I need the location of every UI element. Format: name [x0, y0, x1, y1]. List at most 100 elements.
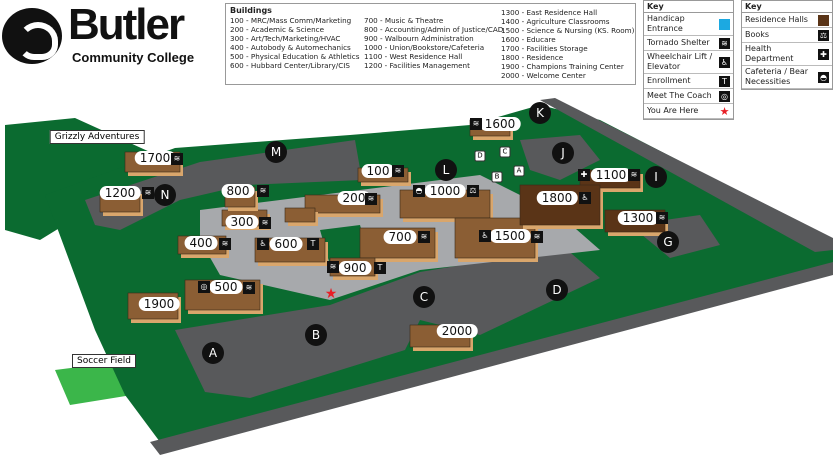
wheelchair-icon: ♿: [479, 230, 491, 242]
square-brown-icon: [818, 14, 829, 26]
tornado-shelter-icon: ≋: [327, 261, 339, 273]
tornado-shelter-icon: ≋: [243, 282, 255, 294]
logo-name: Butler: [68, 0, 185, 49]
building-label-900[interactable]: 900: [338, 261, 372, 275]
tornado-shelter-icon: ≋: [259, 217, 271, 229]
parking-lot-A[interactable]: A: [202, 342, 224, 364]
legend-entry: 800 - Accounting/Admin of Justice/CAD: [364, 25, 504, 34]
building-label-100[interactable]: 100: [361, 164, 395, 178]
building-label-1800[interactable]: 1800: [536, 191, 578, 205]
cafeteria-icon: ◓: [413, 185, 425, 197]
key-item-label: Cafeteria / Bear Necessities: [745, 67, 809, 86]
tornado-shelter-icon: ≋: [219, 238, 231, 250]
key-item-label: Tornado Shelter: [647, 38, 710, 47]
health-icon: ✚: [818, 48, 829, 60]
building-label-2000[interactable]: 2000: [436, 324, 478, 338]
butler-logo: Butler Community College: [2, 0, 222, 66]
building[interactable]: [284, 207, 316, 223]
tornado-shelter-icon: ≋: [171, 153, 183, 165]
legend-entry: 1000 - Union/Bookstore/Cafeteria: [364, 43, 485, 52]
tornado-shelter-icon: ≋: [628, 169, 640, 181]
you-are-here-star-icon: ★: [324, 286, 338, 302]
enrollment-icon: T: [307, 238, 319, 250]
legend-entry: 1600 - Educare: [501, 35, 556, 44]
butler-logo-mark: [2, 8, 62, 64]
tornado-shelter-icon: ≋: [365, 193, 377, 205]
tornado-shelter-icon: ≋: [257, 185, 269, 197]
parking-lot-G[interactable]: G: [657, 231, 679, 253]
key-item-label: You Are Here: [647, 106, 699, 115]
key-item-square-blue: Handicap Entrance: [644, 13, 733, 36]
key-item-label: Enrollment: [647, 76, 691, 85]
parking-lot-N[interactable]: N: [154, 184, 176, 206]
sub-building-A[interactable]: A: [513, 165, 525, 177]
building-label-1300[interactable]: 1300: [617, 211, 659, 225]
key-title: Key: [644, 1, 733, 13]
building-label-1700[interactable]: 1700: [134, 151, 176, 165]
parking-lot-M[interactable]: M: [265, 141, 287, 163]
legend-entry: 1500 - Science & Nursing (KS. Room): [501, 26, 635, 35]
football-icon: ◎: [719, 90, 730, 102]
building-label-600[interactable]: 600: [269, 237, 303, 251]
building-label-1000[interactable]: 1000: [424, 184, 466, 198]
building-label-200[interactable]: 200: [337, 191, 371, 205]
building-label-400[interactable]: 400: [184, 236, 218, 250]
building-label-1100[interactable]: 1100: [590, 168, 632, 182]
legend-entry: 1400 - Agriculture Classrooms: [501, 17, 610, 26]
parking-lot-I[interactable]: I: [645, 166, 667, 188]
soccer-field-label[interactable]: Soccer Field: [72, 354, 136, 368]
key-item-health: Health Department✚: [742, 43, 832, 66]
legend-entry: 1700 - Facilities Storage: [501, 44, 588, 53]
parking-lot-B[interactable]: B: [305, 324, 327, 346]
star-icon: ★: [719, 104, 730, 118]
legend-entry: 1800 - Residence: [501, 53, 564, 62]
legend-entry: 200 - Academic & Science: [230, 25, 324, 34]
logo-subtitle: Community College: [72, 50, 195, 65]
sub-building-C[interactable]: C: [499, 146, 511, 158]
building-label-1500[interactable]: 1500: [489, 229, 531, 243]
sign-icon: T: [719, 75, 730, 87]
buildings-legend-title: Buildings: [230, 6, 272, 15]
building-label-700[interactable]: 700: [383, 230, 417, 244]
legend-entry: 100 - MRC/Mass Comm/Marketing: [230, 16, 352, 25]
parking-lot-C[interactable]: C: [413, 286, 435, 308]
key-item-football: Meet The Coach◎: [644, 89, 733, 104]
grizzly-adventures-label[interactable]: Grizzly Adventures: [49, 130, 145, 144]
sub-building-D[interactable]: D: [474, 150, 486, 162]
legend-entry: 500 - Physical Education & Athletics: [230, 52, 360, 61]
books-icon: ⚖: [467, 185, 479, 197]
building-label-1200[interactable]: 1200: [99, 186, 141, 200]
key-title: Key: [742, 1, 832, 13]
building-label-800[interactable]: 800: [221, 184, 255, 198]
cloche-icon: ◓: [818, 71, 829, 83]
building-label-1900[interactable]: 1900: [138, 297, 180, 311]
parking-lot-L[interactable]: L: [435, 159, 457, 181]
wheelchair-icon: ♿: [719, 56, 730, 68]
tornado-shelter-icon: ≋: [470, 118, 482, 130]
green-quad: [320, 225, 370, 265]
sub-building-B[interactable]: B: [491, 171, 503, 183]
tornado-shelter-icon: ≋: [418, 231, 430, 243]
east-road: [540, 98, 833, 252]
building-label-300[interactable]: 300: [225, 215, 259, 229]
key-item-square-brown: Residence Halls: [742, 13, 832, 28]
parking-lot-D[interactable]: D: [546, 279, 568, 301]
parking-lot-abc: [175, 248, 600, 398]
parking-lot-K[interactable]: K: [529, 102, 551, 124]
key-item-books: Books⚖: [742, 28, 832, 43]
legend-entry: 300 - Art/Tech/Marketing/HVAC: [230, 34, 341, 43]
building-label-1600[interactable]: 1600: [479, 117, 521, 131]
legend-entry: 400 - Autobody & Automechanics: [230, 43, 351, 52]
books-icon: ⚖: [818, 29, 829, 41]
key-item-label: Wheelchair Lift / Elevator: [647, 52, 713, 71]
key-item-sign: Enrollment T: [644, 74, 733, 89]
key-item-label: Handicap Entrance: [647, 14, 685, 33]
legend-entry: 900 - Walbourn Administration: [364, 34, 474, 43]
building-label-500[interactable]: 500: [209, 280, 243, 294]
parking-lot-J[interactable]: J: [552, 142, 574, 164]
